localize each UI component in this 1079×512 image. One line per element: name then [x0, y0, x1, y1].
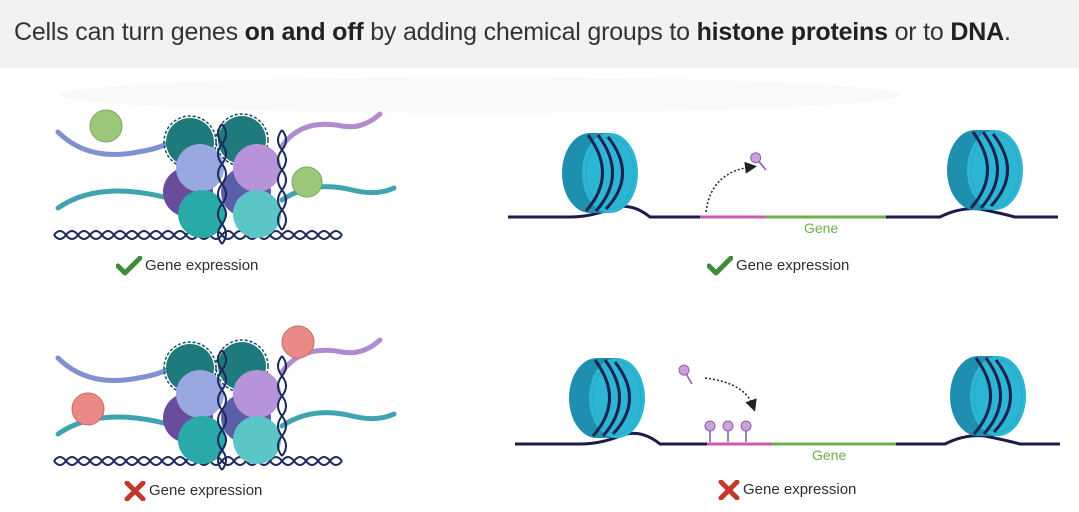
- dna-strand-right: [886, 207, 1058, 219]
- methyl-group: [704, 420, 716, 443]
- panel-histone-off: [53, 325, 394, 470]
- nucleosome: [945, 128, 1025, 212]
- removal-arrow: [705, 161, 757, 213]
- caption-dna-off: Gene expression: [718, 480, 856, 500]
- panel-dna-off: [515, 354, 1060, 446]
- nucleosome: [567, 356, 647, 440]
- methyl-group: [676, 362, 698, 388]
- dna-strand-right: [896, 434, 1060, 446]
- addition-arrow: [704, 377, 757, 412]
- activating-marker: [89, 109, 123, 143]
- cross-icon: [124, 481, 146, 501]
- caption-histone-off: Gene expression: [124, 481, 262, 501]
- page-title: Cells can turn genes on and off by addin…: [14, 18, 1011, 46]
- activating-marker: [291, 166, 323, 198]
- methyl-group: [747, 149, 771, 175]
- repressing-marker: [71, 392, 105, 426]
- methyl-group: [740, 420, 752, 443]
- gene-label: Gene: [804, 220, 839, 236]
- panel-dna-on: [508, 128, 1058, 219]
- caption-histone-on: Gene expression: [116, 256, 258, 276]
- check-icon: [707, 256, 733, 276]
- nucleosome: [560, 131, 640, 215]
- check-icon: [116, 256, 142, 276]
- cross-icon: [718, 480, 740, 500]
- panel-histone-on: [53, 109, 394, 244]
- methyl-group: [722, 420, 734, 443]
- nucleosome: [948, 354, 1028, 438]
- repressing-marker: [281, 325, 315, 359]
- histone-octamer: [58, 340, 394, 470]
- gene-label: Gene: [812, 447, 847, 463]
- background-watermark: [60, 77, 900, 113]
- caption-dna-on: Gene expression: [707, 256, 849, 276]
- header-banner: Cells can turn genes on and off by addin…: [0, 0, 1079, 68]
